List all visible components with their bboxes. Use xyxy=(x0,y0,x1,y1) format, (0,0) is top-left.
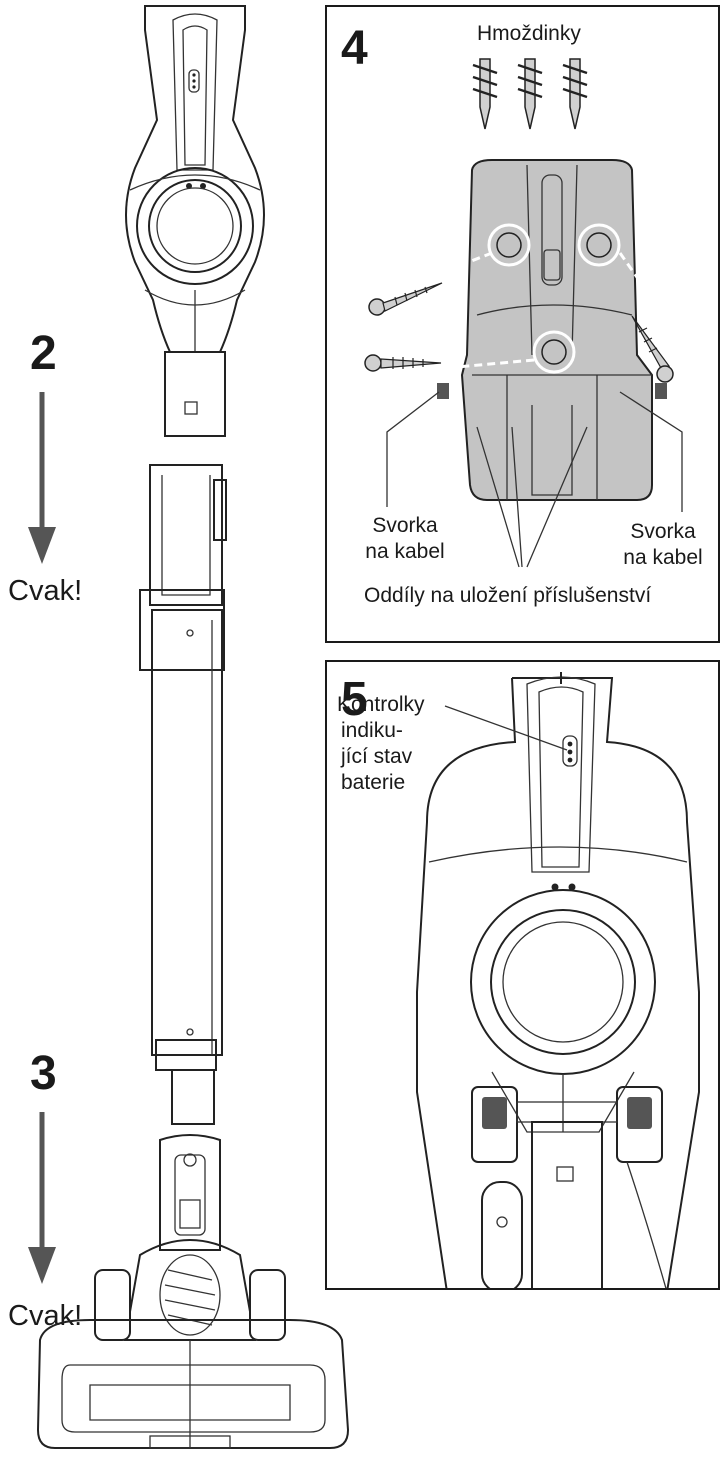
wall-plug-icon xyxy=(472,57,589,131)
battery-indicator-line3: jící stav xyxy=(341,745,413,768)
cable-clip-left-label: Svorka na kabel xyxy=(359,513,451,565)
step-4-panel: 4 Hmoždinky xyxy=(325,5,720,643)
battery-indicator-line4: baterie xyxy=(341,771,406,794)
cable-clip-right-label: Svorka na kabel xyxy=(617,519,709,571)
accessory-storage-label: Oddíly na uložení příslušenství xyxy=(364,584,652,607)
screw-icon xyxy=(364,354,442,372)
step-3-number: 3 xyxy=(30,1047,57,1100)
callout-lines xyxy=(386,391,683,568)
step-3-click-text: Cvak! xyxy=(8,1300,83,1332)
step-2-number: 2 xyxy=(30,327,57,380)
wall-mount-bracket-illustration xyxy=(421,159,669,501)
wall-plugs-label: Hmoždinky xyxy=(477,22,581,45)
step-2-click-text: Cvak! xyxy=(8,575,83,607)
battery-indicator-line1: Kontrolky xyxy=(337,693,425,716)
step-5-number: 5 xyxy=(341,673,368,726)
battery-indicator-line2: indiku- xyxy=(341,719,403,742)
step-5-panel: 5 Kontrolky indiku- jící stav baterie xyxy=(325,660,720,1290)
floor-nozzle-illustration xyxy=(36,1134,350,1449)
extension-tube-illustration xyxy=(139,464,227,1056)
step-4-number: 4 xyxy=(341,22,368,75)
screw-icon xyxy=(368,282,443,316)
handheld-unit-illustration xyxy=(125,5,265,437)
arrow-down-icon xyxy=(28,1112,56,1284)
arrow-down-icon xyxy=(28,392,56,564)
cable-clip-left-line1: Svorka xyxy=(372,514,438,537)
handheld-unit-closeup-illustration xyxy=(416,672,700,1288)
battery-indicator-label: Kontrolky indiku- jící stav baterie xyxy=(337,692,425,796)
cable-clip-right-line2: na kabel xyxy=(623,546,703,569)
cable-clip-left-line2: na kabel xyxy=(365,540,445,563)
cable-clip-right-line1: Svorka xyxy=(630,520,696,543)
screw-icon xyxy=(631,315,674,383)
tube-end-illustration xyxy=(155,1039,217,1125)
